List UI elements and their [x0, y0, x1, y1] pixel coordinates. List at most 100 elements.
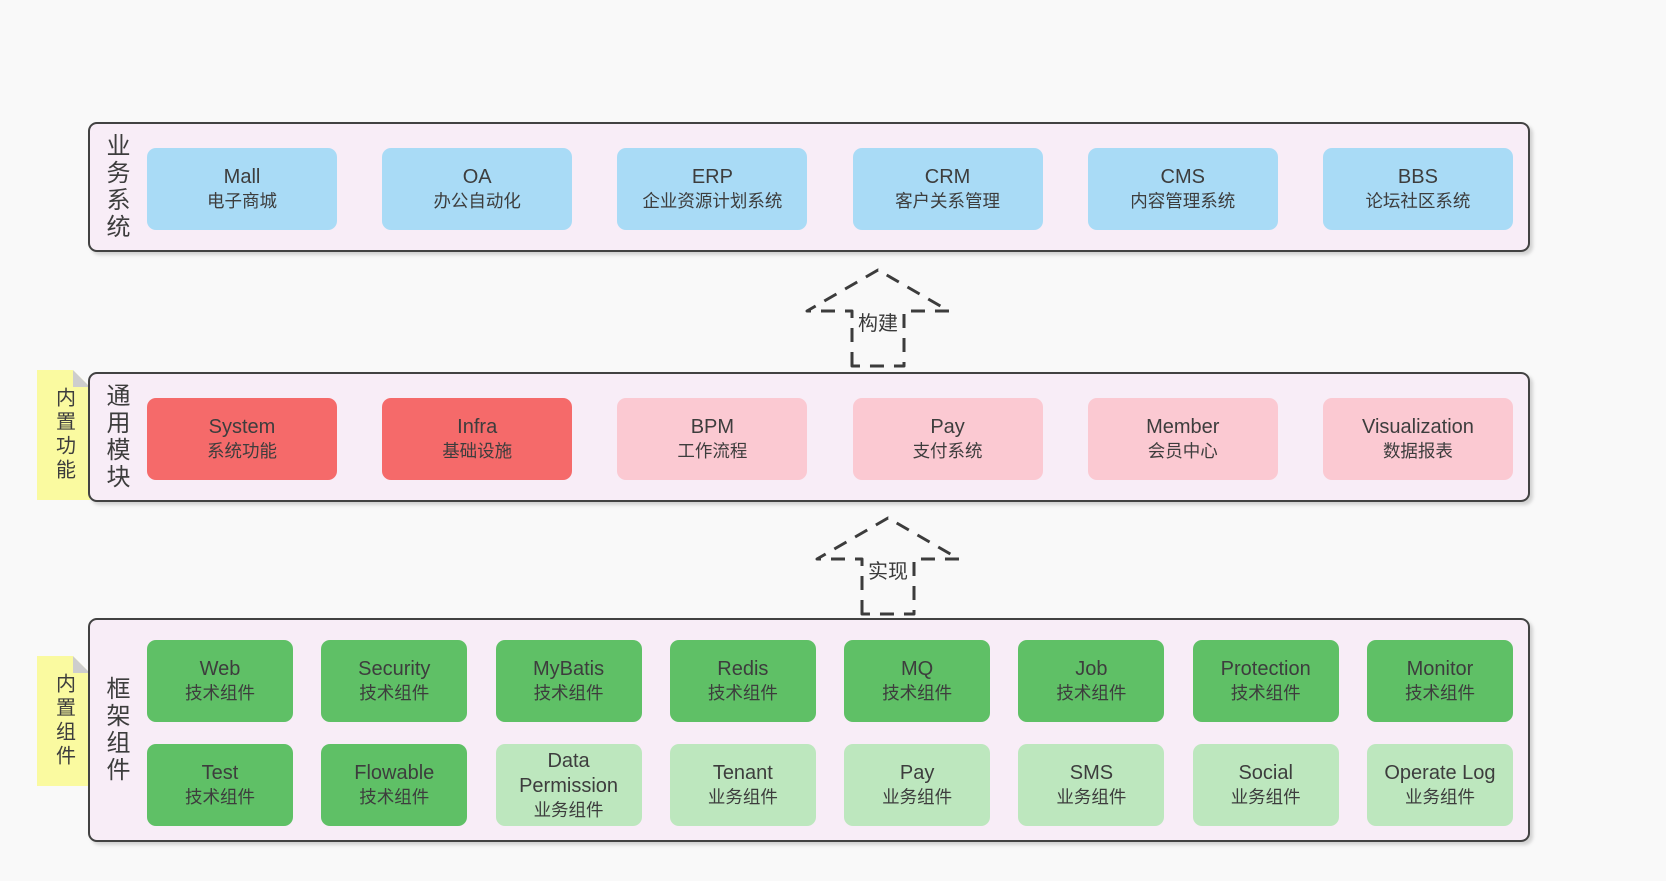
- business-systems-label: 业务系统: [102, 133, 129, 241]
- box-subtitle: 技术组件: [1056, 683, 1127, 704]
- box-title: Test: [201, 762, 239, 785]
- box-pay-biz: Pay 业务组件: [844, 744, 991, 826]
- sticky-note-builtin-features: 内置功能: [37, 370, 90, 500]
- box-subtitle: 支付系统: [912, 441, 983, 462]
- box-subtitle: 业务组件: [707, 787, 778, 808]
- box-title: Tenant: [712, 762, 773, 785]
- box-sms: SMS 业务组件: [1018, 744, 1165, 826]
- box-data-permission: Data Permission 业务组件: [495, 744, 642, 826]
- box-mybatis: MyBatis 技术组件: [495, 640, 642, 722]
- box-subtitle: 业务组件: [1056, 787, 1127, 808]
- box-security: Security 技术组件: [321, 640, 468, 722]
- box-crm: CRM 客户关系管理: [852, 148, 1043, 230]
- dashed-up-arrow-icon: [815, 516, 961, 616]
- framework-row-1: Web 技术组件 Security 技术组件 MyBatis 技术组件 Redi…: [147, 640, 1513, 722]
- box-subtitle: 技术组件: [533, 683, 604, 704]
- box-bpm: BPM 工作流程: [617, 398, 808, 480]
- dashed-up-arrow-icon: [805, 268, 951, 368]
- box-subtitle: 技术组件: [1230, 683, 1301, 704]
- box-subtitle: 会员中心: [1147, 441, 1218, 462]
- box-subtitle: 业务组件: [533, 799, 604, 820]
- box-title: ERP: [691, 166, 733, 189]
- box-title: OA: [462, 166, 492, 189]
- sticky-note-text: 内置功能: [52, 387, 75, 483]
- box-system: System 系统功能: [147, 398, 337, 480]
- box-title: Operate Log: [1384, 762, 1496, 785]
- box-title: Mall: [223, 166, 261, 189]
- box-subtitle: 工作流程: [677, 441, 748, 462]
- box-protection: Protection 技术组件: [1192, 640, 1339, 722]
- box-subtitle: 技术组件: [1404, 683, 1475, 704]
- box-mq: MQ 技术组件: [844, 640, 991, 722]
- box-title: System: [208, 416, 276, 439]
- box-title: Social: [1238, 762, 1293, 785]
- box-redis: Redis 技术组件: [669, 640, 816, 722]
- framework-components-section: 框架组件 Web 技术组件 Security 技术组件 MyBatis 技术组件…: [88, 618, 1530, 842]
- box-subtitle: 电子商城: [207, 191, 277, 212]
- box-test: Test 技术组件: [147, 744, 293, 826]
- box-bbs: BBS 论坛社区系统: [1322, 148, 1513, 230]
- box-flowable: Flowable 技术组件: [321, 744, 468, 826]
- box-title: Pay: [930, 416, 965, 439]
- box-subtitle: 技术组件: [359, 787, 430, 808]
- box-title: SMS: [1069, 762, 1114, 785]
- common-modules-row: System 系统功能 Infra 基础设施 BPM 工作流程 Pay 支付系统…: [147, 398, 1513, 480]
- box-subtitle: 系统功能: [207, 441, 277, 462]
- box-subtitle: 论坛社区系统: [1365, 191, 1471, 212]
- box-title: Monitor: [1406, 658, 1474, 681]
- box-title: Member: [1146, 416, 1220, 439]
- box-subtitle: 业务组件: [882, 787, 953, 808]
- box-subtitle: 业务组件: [1404, 787, 1475, 808]
- implement-arrow: 实现: [813, 514, 963, 616]
- framework-components-label: 框架组件: [102, 676, 129, 784]
- common-modules-section: 通用模块 System 系统功能 Infra 基础设施 BPM 工作流程 Pay…: [88, 372, 1530, 502]
- common-modules-label: 通用模块: [102, 383, 129, 491]
- build-arrow-label: 构建: [854, 306, 902, 337]
- box-title: Visualization: [1361, 416, 1474, 439]
- box-title: Web: [199, 658, 241, 681]
- box-subtitle: 技术组件: [185, 683, 255, 704]
- box-title: BPM: [690, 416, 735, 439]
- box-subtitle: 技术组件: [359, 683, 430, 704]
- box-title: Data Permission: [519, 749, 619, 797]
- box-web: Web 技术组件: [147, 640, 293, 722]
- box-cms: CMS 内容管理系统: [1087, 148, 1278, 230]
- box-subtitle: 技术组件: [882, 683, 953, 704]
- box-subtitle: 内容管理系统: [1130, 191, 1236, 212]
- box-mall: Mall 电子商城: [147, 148, 337, 230]
- box-title: CMS: [1160, 166, 1205, 189]
- box-pay: Pay 支付系统: [852, 398, 1043, 480]
- implement-arrow-label: 实现: [864, 554, 912, 585]
- box-subtitle: 办公自动化: [433, 191, 521, 212]
- business-systems-section: 业务系统 Mall 电子商城 OA 办公自动化 ERP 企业资源计划系统 CRM…: [88, 122, 1530, 252]
- box-job: Job 技术组件: [1018, 640, 1165, 722]
- box-title: BBS: [1397, 166, 1438, 189]
- sticky-note-builtin-components: 内置组件: [37, 656, 90, 786]
- box-infra: Infra 基础设施: [382, 398, 573, 480]
- box-erp: ERP 企业资源计划系统: [617, 148, 808, 230]
- box-subtitle: 业务组件: [1230, 787, 1301, 808]
- framework-row-2: Test 技术组件 Flowable 技术组件 Data Permission …: [147, 744, 1513, 826]
- box-title: CRM: [924, 166, 971, 189]
- sticky-note-text: 内置组件: [52, 673, 75, 769]
- box-subtitle: 基础设施: [442, 441, 513, 462]
- box-subtitle: 客户关系管理: [895, 191, 1001, 212]
- box-subtitle: 技术组件: [185, 787, 255, 808]
- box-tenant: Tenant 业务组件: [669, 744, 816, 826]
- box-title: Security: [358, 658, 431, 681]
- box-title: Protection: [1220, 658, 1311, 681]
- box-monitor: Monitor 技术组件: [1366, 640, 1513, 722]
- box-subtitle: 数据报表: [1382, 441, 1453, 462]
- box-title: Flowable: [354, 762, 435, 785]
- box-operate-log: Operate Log 业务组件: [1366, 744, 1513, 826]
- box-title: Pay: [899, 762, 935, 785]
- business-systems-row: Mall 电子商城 OA 办公自动化 ERP 企业资源计划系统 CRM 客户关系…: [147, 148, 1513, 230]
- box-title: Job: [1075, 658, 1108, 681]
- box-member: Member 会员中心: [1087, 398, 1278, 480]
- box-subtitle: 企业资源计划系统: [642, 191, 783, 212]
- box-visualization: Visualization 数据报表: [1322, 398, 1513, 480]
- box-title: Infra: [457, 416, 498, 439]
- box-title: MyBatis: [533, 658, 605, 681]
- box-oa: OA 办公自动化: [382, 148, 573, 230]
